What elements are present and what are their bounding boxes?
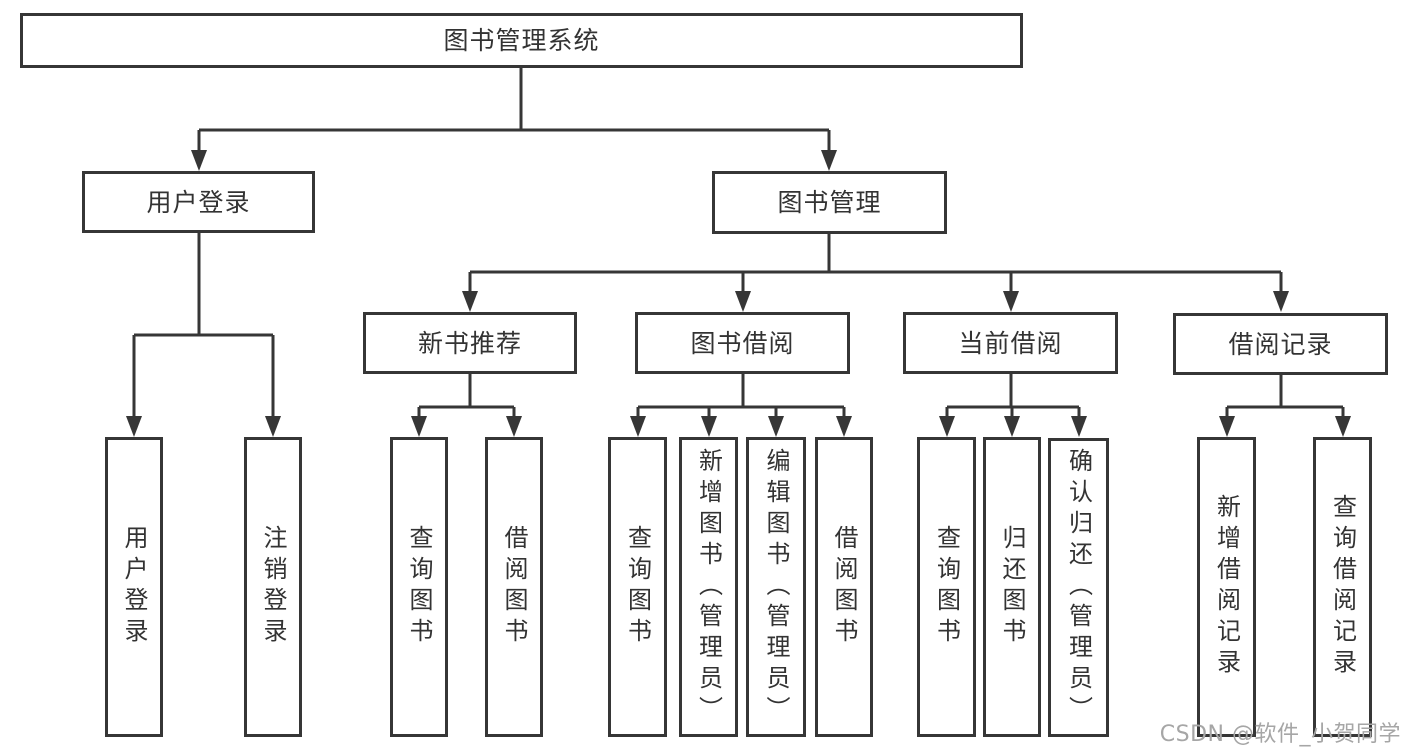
- leaf-confirm-return-admin: 确认归还（管理员）: [1048, 438, 1109, 737]
- node-current-borrowing: 当前借阅: [903, 312, 1118, 374]
- arrowheads: [126, 150, 1351, 437]
- leaf-query-books-current: 查询图书: [917, 437, 976, 737]
- leaf-logout: 注销登录: [244, 437, 302, 737]
- leaf-user-login: 用户登录: [105, 437, 163, 737]
- node-new-book-recommendation: 新书推荐: [363, 312, 577, 374]
- leaf-query-books-recommend: 查询图书: [390, 437, 448, 737]
- node-book-borrowing: 图书借阅: [635, 312, 850, 374]
- leaf-add-book-admin: 新增图书（管理员）: [679, 437, 738, 737]
- node-book-management: 图书管理: [712, 171, 947, 234]
- leaf-add-borrow-record: 新增借阅记录: [1197, 437, 1256, 737]
- leaf-borrow-books: 借阅图书: [815, 437, 873, 737]
- leaf-edit-book-admin: 编辑图书（管理员）: [746, 437, 806, 737]
- leaf-return-books: 归还图书: [983, 437, 1041, 737]
- leaf-query-books-borrow: 查询图书: [608, 437, 667, 737]
- watermark: CSDN @软件_小贺同学: [1159, 722, 1401, 747]
- leaf-query-borrow-record: 查询借阅记录: [1313, 437, 1372, 737]
- node-borrowing-records: 借阅记录: [1173, 313, 1388, 375]
- leaf-borrow-books-recommend: 借阅图书: [485, 437, 543, 737]
- node-user-login: 用户登录: [82, 171, 315, 233]
- node-root: 图书管理系统: [20, 13, 1023, 68]
